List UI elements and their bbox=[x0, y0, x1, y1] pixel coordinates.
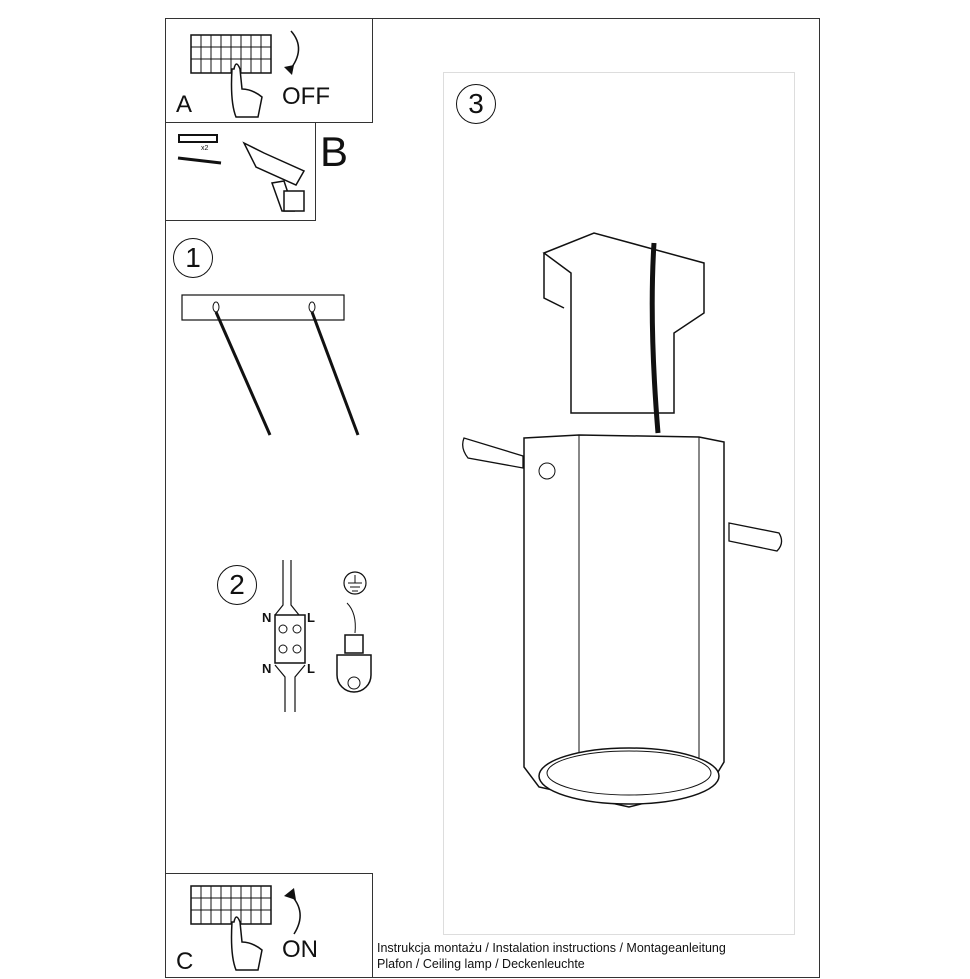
caption-line-1: Instrukcja montażu / Instalation instruc… bbox=[377, 941, 726, 955]
caption-line-2: Plafon / Ceiling lamp / Deckenleuchte bbox=[377, 957, 585, 971]
step-2-number: 2 bbox=[217, 565, 257, 605]
live-top-label: L bbox=[307, 610, 315, 625]
breaker-on-icon bbox=[190, 885, 301, 971]
quantity-label: x2 bbox=[201, 145, 209, 152]
step-b-label: B bbox=[320, 128, 349, 175]
breaker-off-icon bbox=[190, 30, 300, 118]
live-bottom-label: L bbox=[307, 661, 315, 676]
step-b-panel: x2 bbox=[165, 122, 316, 221]
on-label: ON bbox=[282, 936, 318, 963]
step-c-label: C bbox=[176, 948, 194, 975]
step-a-label: A bbox=[176, 91, 193, 118]
step-1-number: 1 bbox=[173, 238, 213, 278]
off-label: OFF bbox=[282, 83, 330, 110]
step-a-panel: A OFF bbox=[165, 18, 373, 123]
footer-caption: Instrukcja montażu / Instalation instruc… bbox=[377, 940, 726, 972]
tools-icon bbox=[177, 134, 306, 212]
step-3-panel bbox=[443, 72, 795, 935]
neutral-top-label: N bbox=[262, 610, 272, 625]
step-c-panel: C ON bbox=[165, 873, 373, 978]
step-3-number: 3 bbox=[456, 84, 496, 124]
neutral-bottom-label: N bbox=[262, 661, 272, 676]
step-1-drawing bbox=[181, 294, 360, 436]
ceiling-lamp-drawing bbox=[462, 232, 783, 808]
wiring-diagram bbox=[274, 560, 372, 712]
